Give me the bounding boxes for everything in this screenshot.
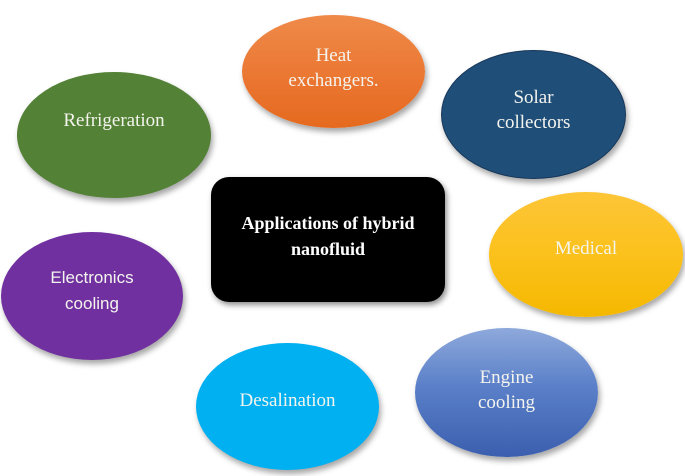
node-engine-cooling: Engine cooling <box>415 328 598 457</box>
node-refrigeration: Refrigeration <box>17 72 211 198</box>
node-label: Heat exchangers. <box>288 44 379 91</box>
node-label: Engine cooling <box>478 366 535 413</box>
node-medical: Medical <box>489 192 683 317</box>
center-topic-label: Applications of hybrid nanofluid <box>241 212 415 259</box>
node-heat-exchangers: Heat exchangers. <box>242 15 425 128</box>
node-label: Solar collectors <box>496 86 571 133</box>
node-solar-collectors: Solar collectors <box>441 50 626 179</box>
node-electronics-cooling: Electronics cooling <box>1 232 183 360</box>
node-label: Medical <box>554 238 618 259</box>
node-label: Desalination <box>239 390 336 411</box>
node-label: Electronics cooling <box>50 268 134 313</box>
node-desalination: Desalination <box>196 343 379 470</box>
node-label: Refrigeration <box>63 109 165 131</box>
center-topic-box: Applications of hybrid nanofluid <box>211 177 445 302</box>
